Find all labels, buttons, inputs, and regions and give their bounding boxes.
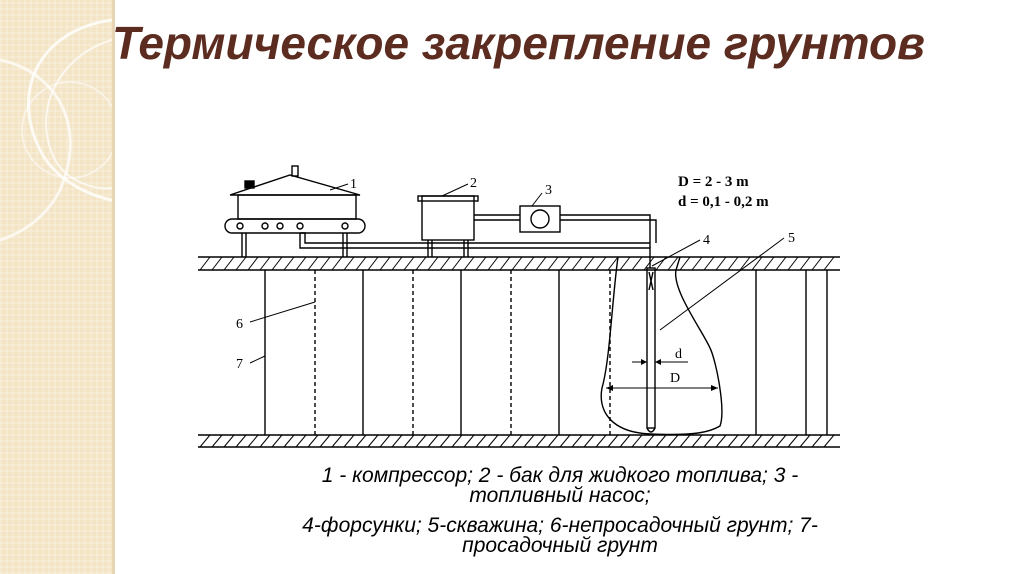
thermal-soil-stabilization-diagram: D = 2 - 3 m d = 0,1 - 0,2 m 1 2 3 4 5 6 … bbox=[198, 165, 840, 448]
caption-line-1: 1 - компрессор; 2 - бак для жидкого топл… bbox=[321, 464, 799, 487]
compressor-building bbox=[224, 165, 366, 257]
decorative-side-strip bbox=[0, 0, 112, 574]
decorative-strip-edge bbox=[112, 0, 115, 574]
callout-6: 6 bbox=[236, 317, 243, 332]
caption-line-3: 4-форсунки; 5-скважина; 6-непросадочный … bbox=[302, 514, 818, 537]
callout-2: 2 bbox=[470, 176, 477, 191]
dimension-arrows bbox=[606, 359, 718, 391]
caption-line-2: топливный насос; bbox=[469, 484, 651, 507]
callout-4: 4 bbox=[703, 233, 710, 248]
soil-layer-boundaries bbox=[264, 270, 828, 435]
bottom-layer-hatching bbox=[198, 434, 840, 448]
fuel-pump bbox=[519, 205, 561, 233]
parameter-D-label: D = 2 - 3 m bbox=[678, 174, 749, 190]
parameter-d-label: d = 0,1 - 0,2 m bbox=[678, 194, 769, 210]
callout-leaders bbox=[249, 183, 785, 364]
borehole-outline bbox=[600, 256, 723, 436]
diagram-labels: D = 2 - 3 m d = 0,1 - 0,2 m 1 2 3 4 5 6 … bbox=[236, 174, 795, 386]
dimension-d-label: d bbox=[675, 347, 682, 362]
callout-3: 3 bbox=[545, 183, 552, 198]
slide-title: Термическое закрепление грунтов bbox=[112, 17, 925, 69]
decorative-swirl-graphic bbox=[0, 18, 112, 242]
callout-1: 1 bbox=[350, 177, 357, 192]
pipelines bbox=[299, 214, 657, 268]
callout-7: 7 bbox=[236, 357, 243, 372]
ground-surface-hatching bbox=[198, 256, 840, 271]
burner-injector bbox=[646, 267, 656, 433]
dimension-D-label: D bbox=[670, 371, 680, 386]
diagram-caption: 1 - компрессор; 2 - бак для жидкого топл… bbox=[130, 464, 990, 557]
callout-5: 5 bbox=[788, 231, 795, 246]
dimension-lines bbox=[606, 361, 718, 389]
caption-line-4: просадочный грунт bbox=[462, 534, 658, 557]
